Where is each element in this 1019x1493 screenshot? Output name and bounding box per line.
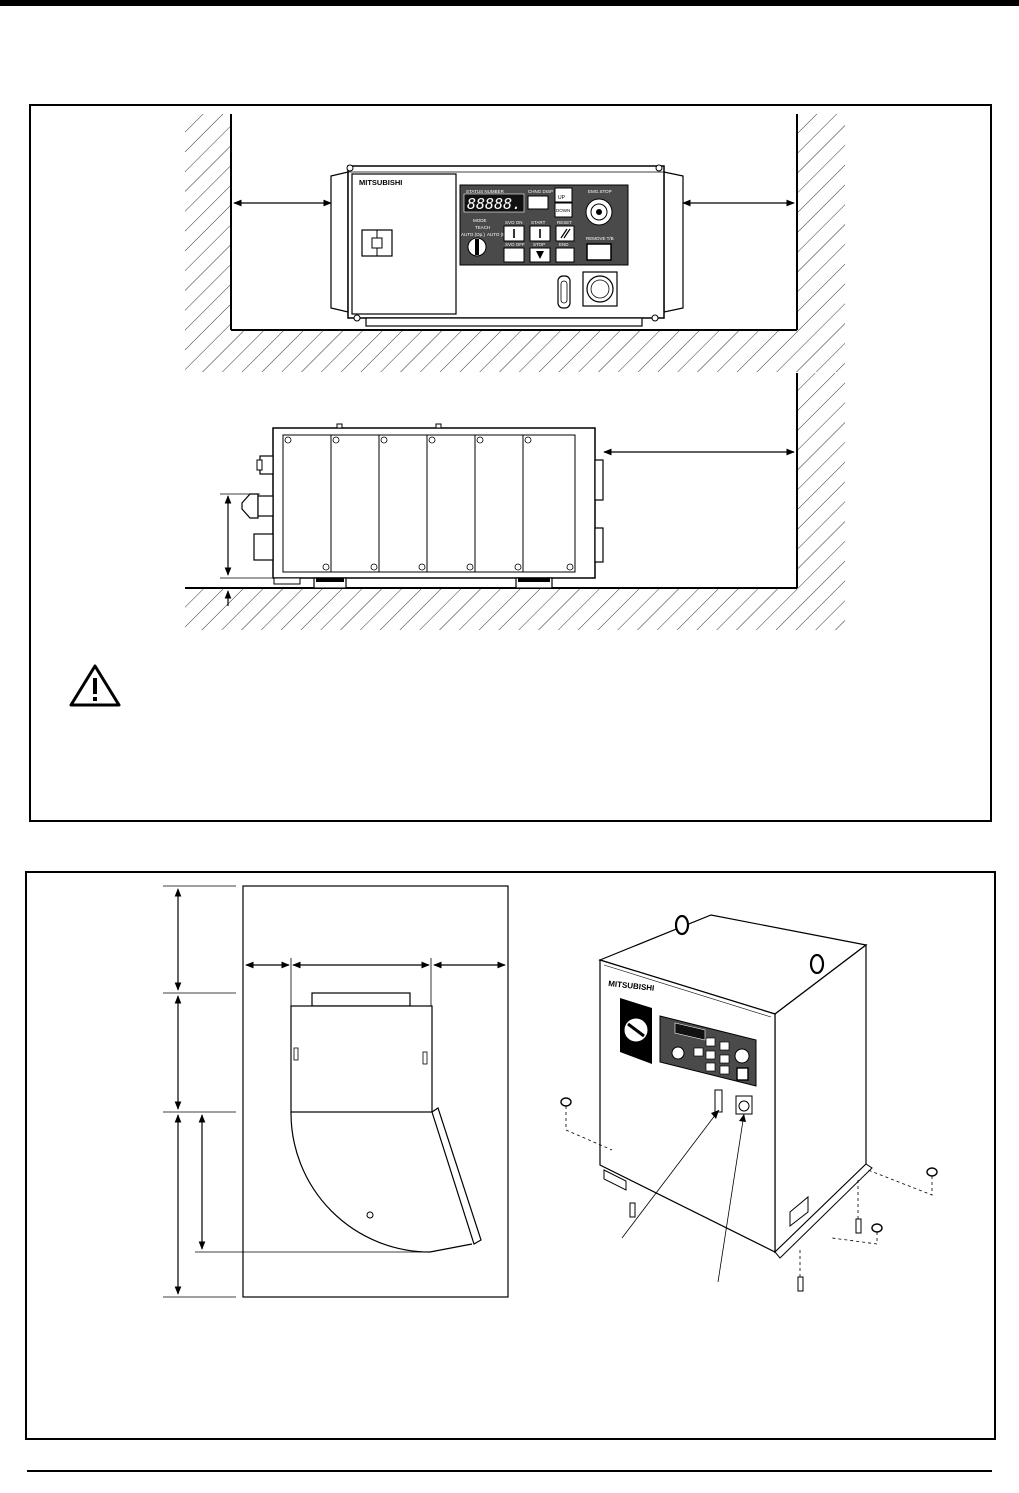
up-button[interactable] <box>554 187 573 203</box>
up-label: UP <box>558 195 566 201</box>
top-wall-left <box>185 114 232 330</box>
start-label: START <box>531 220 546 225</box>
end-button[interactable] <box>555 247 575 263</box>
cabinet-isometric-drawing: MITSUBISHI <box>560 914 938 1292</box>
top-wall-right <box>796 114 845 330</box>
controller-side-view <box>241 423 604 589</box>
stop-label: STOP <box>533 242 545 247</box>
controller-brand: MITSUBISHI <box>359 178 402 187</box>
mode-auto-ext-label: AUTO (Ext.) <box>487 232 512 237</box>
emergency-stop-icon[interactable] <box>585 198 613 226</box>
svo-off-label: SVO OFF <box>505 242 525 247</box>
controller-front-view: MITSUBISHI STATUS NUMBER 88888. CHNG DIS… <box>330 164 684 327</box>
mode-teach-label: TEACH <box>475 225 490 230</box>
mode-label: MODE <box>473 218 487 223</box>
change-disp-button[interactable] <box>527 195 549 210</box>
end-label: END <box>559 242 569 247</box>
tilt-clearance-drawing <box>163 885 509 1298</box>
status-number-label: STATUS NUMBER <box>466 189 505 194</box>
bottom-rule <box>27 1470 992 1472</box>
emg-stop-label: EMG.STOP <box>588 189 612 194</box>
mode-key-switch-icon[interactable] <box>467 237 487 257</box>
side-wall-right <box>796 373 845 588</box>
side-floor <box>185 587 845 630</box>
reset-label: RESET <box>557 220 572 225</box>
fixing-method-figure <box>25 871 996 1440</box>
down-label: DOWN <box>556 208 570 213</box>
status-display: 88888. <box>467 195 521 213</box>
remove-tb-label: REMOVE T/B <box>586 236 614 241</box>
installation-clearance-figure <box>29 104 992 822</box>
warning-triangle-icon <box>69 664 121 707</box>
svo-on-label: SVO ON <box>505 220 523 225</box>
floor-height-dimension <box>220 493 272 606</box>
change-disp-label: CHNG DISP <box>528 189 553 194</box>
svo-off-button[interactable] <box>503 247 525 263</box>
top-floor <box>185 329 845 372</box>
reset-button[interactable] <box>555 225 575 242</box>
down-button[interactable] <box>554 202 573 218</box>
top-rule <box>0 0 1019 6</box>
mode-auto-op-label: AUTO (Op.) <box>461 232 485 237</box>
remove-tb-switch[interactable] <box>586 243 612 261</box>
